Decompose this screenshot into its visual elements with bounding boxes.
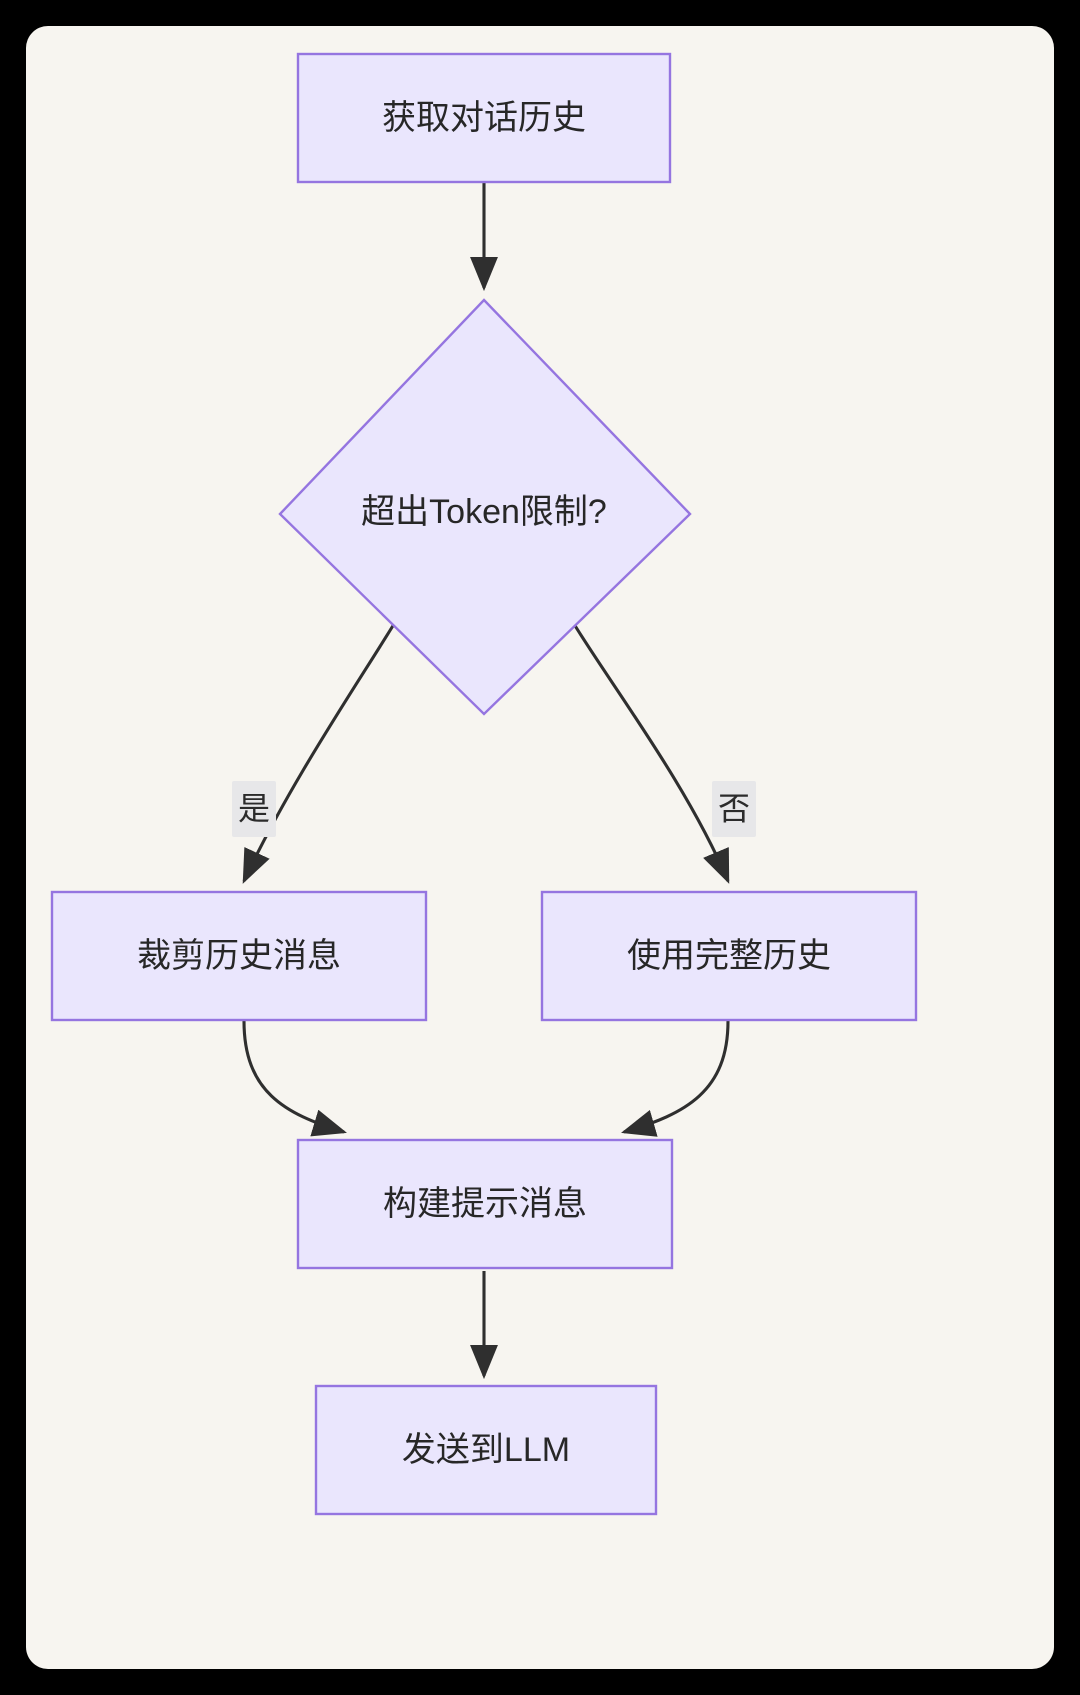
edge-n3-n5 bbox=[242, 1020, 347, 1137]
node-use-full-history-label: 使用完整历史 bbox=[627, 937, 831, 975]
edge-label-yes: 是 bbox=[232, 781, 276, 837]
node-build-prompt-messages-label: 构建提示消息 bbox=[383, 1185, 587, 1223]
node-get-conversation-history-label: 获取对话历史 bbox=[382, 99, 586, 137]
edge-label-yes-text: 是 bbox=[238, 790, 270, 826]
edge-label-no-text: 否 bbox=[718, 790, 750, 826]
node-use-full-history[interactable]: 使用完整历史 bbox=[540, 890, 918, 1022]
node-send-to-llm[interactable]: 发送到LLM bbox=[314, 1384, 658, 1516]
flowchart-surface: 是 否 获取对话历史 超出Token限制? 裁剪历史消息 bbox=[26, 26, 1054, 1669]
flowchart-svg: 是 否 获取对话历史 超出Token限制? 裁剪历史消息 bbox=[50, 52, 918, 1516]
edge-n4-n5 bbox=[621, 1020, 730, 1137]
edge-label-no: 否 bbox=[712, 781, 756, 837]
node-token-limit-decision[interactable]: 超出Token限制? bbox=[278, 298, 692, 716]
node-send-to-llm-label: 发送到LLM bbox=[402, 1431, 570, 1469]
node-trim-history-messages-label: 裁剪历史消息 bbox=[137, 937, 341, 975]
node-trim-history-messages[interactable]: 裁剪历史消息 bbox=[50, 890, 428, 1022]
edge-n2-n3-yes bbox=[242, 623, 396, 884]
node-build-prompt-messages[interactable]: 构建提示消息 bbox=[296, 1138, 674, 1270]
node-token-limit-decision-label: 超出Token限制? bbox=[361, 493, 607, 531]
node-get-conversation-history[interactable]: 获取对话历史 bbox=[296, 52, 672, 184]
edge-group bbox=[242, 182, 730, 1380]
edge-n2-n4-no bbox=[572, 623, 730, 884]
